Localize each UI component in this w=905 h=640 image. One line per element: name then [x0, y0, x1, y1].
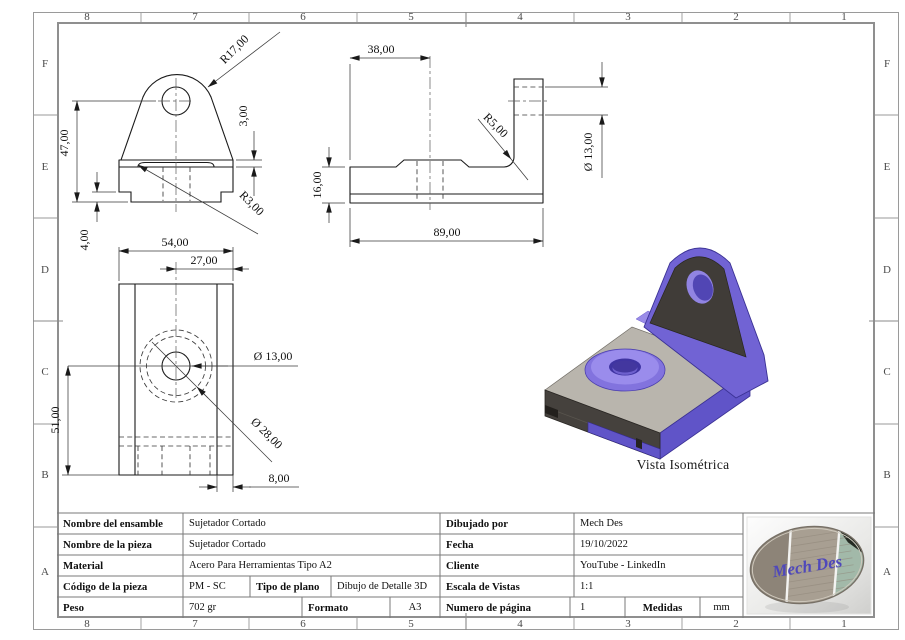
tb-label-fecha: Fecha [446, 538, 474, 551]
zone-col-top-5: 5 [408, 11, 414, 23]
dim-side-width-to-center: 38,00 [368, 42, 395, 56]
side-view: 38,00 16,00 89,00 R5,00 Ø 13,00 [310, 42, 608, 247]
tb-label-cliente: Cliente [446, 559, 479, 572]
dim-top-half-width: 27,00 [191, 253, 218, 267]
tb-value-pagina: 1 [580, 602, 586, 613]
dim-top-hole-dia: Ø 13,00 [254, 349, 293, 363]
front-view: 47,00 R17,00 3,00 4,00 R3,00 [57, 31, 281, 251]
tb-label-escala: Escala de Vistas [446, 580, 520, 593]
zone-row-right-B: B [883, 469, 891, 481]
zone-col-top-8: 8 [84, 11, 90, 23]
zone-row-right-C: C [883, 366, 891, 378]
tb-value-formato: A3 [408, 602, 422, 613]
tb-value-material: Acero Para Herramientas Tipo A2 [189, 560, 332, 571]
title-block-grid [57, 512, 875, 618]
zone-col-bottom-1: 1 [841, 618, 847, 630]
zone-col-bottom-7: 7 [192, 618, 198, 630]
tb-label-ensamble: Nombre del ensamble [63, 517, 163, 530]
top-view: 54,00 27,00 Ø 13,00 Ø 28,00 51,00 8,00 [48, 235, 299, 492]
zone-row-right-E: E [883, 161, 891, 173]
tb-label-peso: Peso [63, 601, 84, 614]
dim-side-base-height: 16,00 [310, 172, 324, 199]
zone-row-right-A: A [883, 566, 891, 578]
zone-row-left-F: F [41, 58, 49, 70]
dim-front-height: 47,00 [57, 130, 71, 157]
isometric-view [544, 247, 769, 460]
tb-label-dibujado: Dibujado por [446, 517, 509, 530]
zone-row-right-D: D [883, 264, 891, 276]
dim-side-total-width: 89,00 [434, 225, 461, 239]
dim-side-hole-dia: Ø 13,00 [581, 133, 595, 172]
tb-label-codigo: Código de la pieza [63, 580, 148, 593]
tb-label-pagina: Numero de página [446, 601, 531, 614]
tb-value-medidas: mm [713, 602, 730, 613]
tb-label-medidas: Medidas [642, 601, 683, 614]
zone-col-top-7: 7 [192, 11, 198, 23]
zone-ticks [33, 12, 898, 630]
dim-top-edge: 8,00 [269, 471, 290, 485]
zone-col-top-4: 4 [517, 11, 523, 23]
zone-col-bottom-3: 3 [625, 618, 631, 630]
dim-front-radius-top: R17,00 [217, 32, 252, 67]
tb-value-pieza: Sujetador Cortado [189, 539, 266, 550]
tb-label-formato: Formato [308, 601, 349, 614]
tb-value-tipo-plano: Dibujo de Detalle 3D [337, 581, 428, 592]
tb-value-fecha: 19/10/2022 [580, 539, 628, 550]
tb-value-ensamble: Sujetador Cortado [189, 518, 266, 529]
zone-row-left-B: B [41, 469, 49, 481]
dim-front-fillet: R3,00 [237, 188, 267, 218]
zone-row-left-D: D [41, 264, 49, 276]
zone-col-top-2: 2 [733, 11, 739, 23]
zone-row-left-E: E [41, 161, 49, 173]
tb-label-pieza: Nombre de la pieza [63, 538, 152, 551]
tb-label-tipo-plano: Tipo de plano [256, 580, 320, 593]
tb-value-escala: 1:1 [580, 581, 594, 592]
tb-value-dibujado: Mech Des [580, 518, 623, 529]
tb-value-peso: 702 gr [189, 602, 217, 613]
zone-col-bottom-5: 5 [408, 618, 414, 630]
company-logo: Mech Des [744, 516, 872, 615]
isometric-caption: Vista Isométrica [637, 457, 730, 472]
zone-col-top-1: 1 [841, 11, 847, 23]
zone-col-bottom-4: 4 [517, 618, 523, 630]
tb-value-codigo: PM - SC [189, 581, 226, 592]
zone-row-left-C: C [41, 366, 49, 378]
dim-front-step: 3,00 [236, 106, 250, 127]
zone-col-top-6: 6 [300, 11, 306, 23]
zone-row-right-F: F [883, 58, 891, 70]
dim-top-width: 54,00 [162, 235, 189, 249]
dim-top-boss-dia: Ø 28,00 [248, 415, 285, 452]
dim-front-flange: 4,00 [77, 230, 91, 251]
zone-col-bottom-8: 8 [84, 618, 90, 630]
tb-label-material: Material [63, 559, 104, 572]
zone-col-bottom-6: 6 [300, 618, 306, 630]
dim-side-fillet: R5,00 [481, 110, 511, 140]
dim-top-height-to-center: 51,00 [48, 407, 62, 434]
zone-row-left-A: A [41, 566, 49, 578]
zone-col-top-3: 3 [625, 11, 631, 23]
tb-value-cliente: YouTube - LinkedIn [580, 560, 666, 571]
zone-col-bottom-2: 2 [733, 618, 739, 630]
